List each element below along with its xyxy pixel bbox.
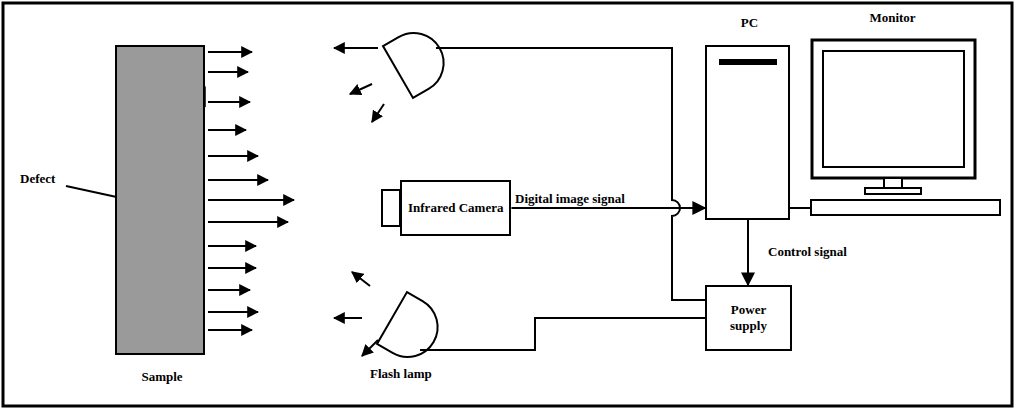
heat-arrow (208, 245, 256, 247)
flash-lamp (377, 292, 449, 368)
signal-connector (790, 207, 810, 209)
heat-arrow (208, 311, 258, 313)
heat-arrow (208, 155, 258, 157)
heat-arrow (208, 221, 288, 223)
heat-arrow (208, 179, 268, 181)
flash-ray (352, 272, 370, 286)
heat-arrow (208, 289, 250, 291)
signal-label: Digital image signal (513, 191, 627, 207)
pc-tower: PC (705, 45, 790, 220)
camera-lens (382, 190, 400, 226)
defect-label: Defect (18, 171, 57, 187)
monitor-drawing (810, 38, 1002, 218)
flash-ray (362, 340, 378, 356)
monitor-screen (823, 51, 964, 167)
signal-label: Control signal (766, 244, 849, 260)
heat-arrow (208, 329, 252, 331)
camera-box: Infrared Camera (400, 180, 511, 236)
power-supply-box: Power supply (705, 285, 792, 351)
monitor-frame (812, 40, 975, 178)
node-heading: Sample (117, 369, 207, 385)
signal-connector (747, 220, 749, 285)
node-heading: PC (707, 15, 792, 31)
flash-ray (372, 104, 384, 122)
signal-connector (511, 207, 705, 209)
flash-ray (350, 84, 372, 94)
heat-arrow (208, 129, 246, 131)
flash-ray (334, 317, 362, 319)
node-heading: Monitor (810, 10, 975, 26)
lamp-wire (420, 318, 705, 350)
lamp-label: Flash lamp (368, 366, 434, 382)
drive-slot (719, 59, 777, 65)
box-text: Infrared Camera (403, 197, 508, 219)
heat-arrow (208, 51, 252, 53)
heat-arrow (208, 101, 250, 103)
keyboard (811, 200, 1000, 215)
flash-lamp (383, 22, 455, 98)
monitor-base (865, 188, 921, 194)
sample-plate: Sample (115, 45, 205, 355)
lamp-wire (436, 48, 705, 300)
box-text: Power supply (707, 299, 790, 336)
heat-arrow (208, 199, 294, 201)
flash-ray (334, 47, 378, 49)
heat-arrow (208, 267, 256, 269)
heat-arrow (208, 71, 248, 73)
monitor-neck (884, 178, 902, 188)
monitor-unit: Monitor (810, 38, 1002, 218)
outer-frame (3, 3, 1012, 406)
